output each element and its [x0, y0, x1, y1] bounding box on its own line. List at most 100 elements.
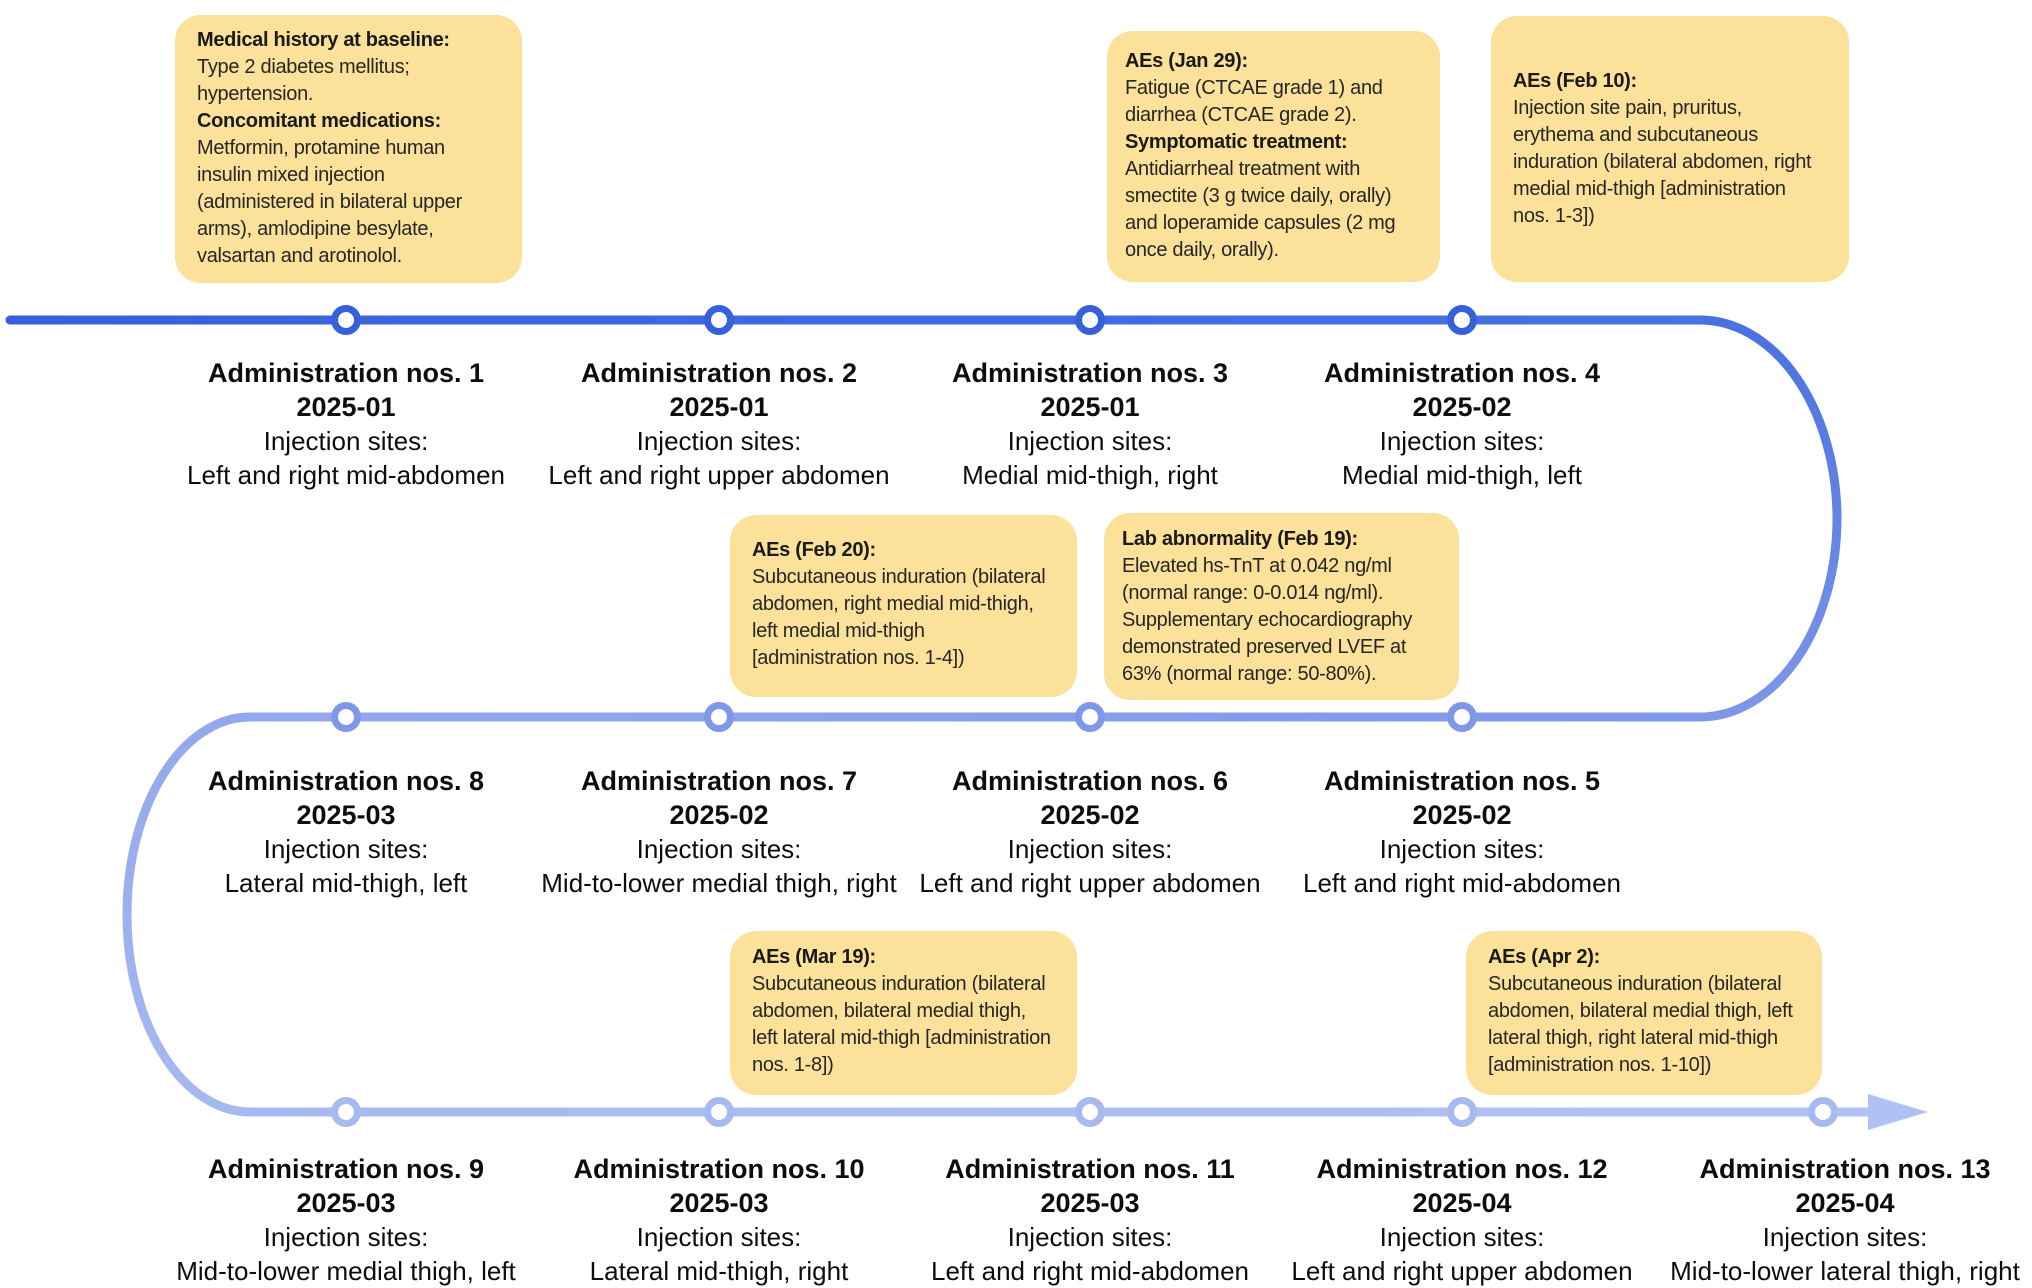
callout-heading: AEs (Apr 2): — [1488, 946, 1600, 968]
callout-aes-apr2: AEs (Apr 2): Subcutaneous induration (bi… — [1466, 931, 1822, 1095]
station-administration-3: Administration nos. 3 2025-01 Injection … — [952, 356, 1228, 492]
callout-heading: AEs (Jan 29): — [1125, 50, 1248, 72]
station-date: 2025-03 — [1040, 1188, 1140, 1218]
station-sites: Left and right upper abdomen — [1291, 1256, 1633, 1286]
station-title: Administration nos. 7 — [580, 766, 858, 796]
station-sites: Medial mid-thigh, left — [1342, 460, 1582, 490]
timeline-left-curve — [122, 712, 255, 1117]
callout-medical-history: Medical history at baseline: Type 2 diab… — [175, 15, 522, 283]
station-administration-2: Administration nos. 2 2025-01 Injection … — [548, 356, 889, 492]
timeline-node — [331, 702, 361, 732]
station-administration-1: Administration nos. 1 2025-01 Injection … — [187, 356, 505, 492]
callout-aes-feb20: AEs (Feb 20): Subcutaneous induration (b… — [730, 515, 1077, 697]
station-sites: Medial mid-thigh, right — [962, 460, 1218, 490]
callout-text: Metformin, protamine human insulin mixed… — [197, 137, 462, 267]
callout-text: Subcutaneous induration (bilateral abdom… — [1488, 973, 1793, 1076]
station-sites-label: Injection sites: — [1379, 1222, 1545, 1252]
timeline-node — [1447, 702, 1477, 732]
station-sites: Lateral mid-thigh, right — [589, 1256, 849, 1286]
station-sites-label: Injection sites: — [1762, 1222, 1928, 1252]
callout-text: Fatigue (CTCAE grade 1) and diarrhea (CT… — [1125, 77, 1383, 126]
station-title: Administration nos. 13 — [1699, 1154, 1991, 1184]
station-title: Administration nos. 11 — [945, 1154, 1235, 1184]
station-date: 2025-01 — [296, 392, 396, 422]
station-date: 2025-03 — [296, 1188, 396, 1218]
station-sites-label: Injection sites: — [636, 1222, 802, 1252]
station-date: 2025-01 — [669, 392, 769, 422]
station-title: Administration nos. 4 — [1323, 358, 1601, 388]
station-date: 2025-02 — [1412, 392, 1512, 422]
callout-heading: Medical history at baseline: — [197, 29, 450, 51]
callout-heading: Concomitant medications: — [197, 110, 441, 132]
station-sites-label: Injection sites: — [1007, 1222, 1173, 1252]
station-sites-label: Injection sites: — [1379, 426, 1545, 456]
station-sites-label: Injection sites: — [1379, 834, 1545, 864]
callout-heading: Lab abnormality (Feb 19): — [1122, 528, 1358, 550]
timeline-arrowhead-icon — [1868, 1094, 1928, 1130]
timeline-node — [331, 305, 361, 335]
timeline-node — [1447, 305, 1477, 335]
station-sites-label: Injection sites: — [636, 834, 802, 864]
station-sites-label: Injection sites: — [263, 1222, 429, 1252]
station-sites: Left and right mid-abdomen — [1303, 868, 1621, 898]
callout-aes-jan29: AEs (Jan 29): Fatigue (CTCAE grade 1) an… — [1107, 31, 1440, 282]
station-date: 2025-02 — [669, 800, 769, 830]
station-sites: Left and right mid-abdomen — [931, 1256, 1249, 1286]
station-title: Administration nos. 3 — [951, 358, 1229, 388]
station-sites: Left and right upper abdomen — [548, 460, 890, 490]
station-date: 2025-03 — [669, 1188, 769, 1218]
station-sites: Left and right mid-abdomen — [187, 460, 505, 490]
station-administration-8: Administration nos. 8 2025-03 Injection … — [208, 764, 484, 900]
station-administration-5: Administration nos. 5 2025-02 Injection … — [1303, 764, 1621, 900]
station-date: 2025-01 — [1040, 392, 1140, 422]
timeline-node — [1075, 305, 1105, 335]
station-title: Administration nos. 1 — [207, 358, 485, 388]
callout-text: Antidiarrheal treatment with smectite (3… — [1125, 158, 1396, 261]
station-administration-12: Administration nos. 12 2025-04 Injection… — [1291, 1152, 1632, 1288]
callout-aes-mar19: AEs (Mar 19): Subcutaneous induration (b… — [730, 931, 1077, 1095]
station-sites-label: Injection sites: — [263, 834, 429, 864]
callout-heading: Symptomatic treatment: — [1125, 131, 1348, 153]
callout-heading: AEs (Feb 10): — [1513, 70, 1637, 92]
station-sites: Lateral mid-thigh, left — [224, 868, 468, 898]
timeline-right-curve — [1695, 315, 1842, 722]
station-date: 2025-04 — [1795, 1188, 1895, 1218]
timeline-node — [704, 702, 734, 732]
station-title: Administration nos. 12 — [1316, 1154, 1608, 1184]
station-sites: Left and right upper abdomen — [919, 868, 1261, 898]
callout-text: Elevated hs-TnT at 0.042 ng/ml (normal r… — [1122, 555, 1413, 685]
station-title: Administration nos. 8 — [207, 766, 485, 796]
callout-text: Type 2 diabetes mellitus; hypertension. — [197, 56, 410, 105]
timeline-node — [1075, 702, 1105, 732]
station-sites: Mid-to-lower lateral thigh, right — [1670, 1256, 2020, 1286]
station-title: Administration nos. 5 — [1323, 766, 1601, 796]
timeline-node — [1075, 1097, 1105, 1127]
station-title: Administration nos. 2 — [580, 358, 858, 388]
station-administration-4: Administration nos. 4 2025-02 Injection … — [1324, 356, 1600, 492]
timeline-node — [331, 1097, 361, 1127]
station-date: 2025-04 — [1412, 1188, 1512, 1218]
station-administration-10: Administration nos. 10 2025-03 Injection… — [573, 1152, 864, 1288]
timeline-node — [1808, 1097, 1838, 1127]
station-sites: Mid-to-lower medial thigh, left — [176, 1256, 516, 1286]
timeline-node — [704, 305, 734, 335]
station-sites: Mid-to-lower medial thigh, right — [541, 868, 897, 898]
callout-heading: AEs (Mar 19): — [752, 946, 876, 968]
callout-lab-feb19: Lab abnormality (Feb 19): Elevated hs-Tn… — [1104, 513, 1459, 700]
callout-heading: AEs (Feb 20): — [752, 539, 876, 561]
station-sites-label: Injection sites: — [263, 426, 429, 456]
station-sites-label: Injection sites: — [1007, 426, 1173, 456]
station-date: 2025-03 — [296, 800, 396, 830]
station-administration-6: Administration nos. 6 2025-02 Injection … — [919, 764, 1260, 900]
timeline-node — [1447, 1097, 1477, 1127]
callout-text: Injection site pain, pruritus, erythema … — [1513, 97, 1812, 227]
timeline-node — [704, 1097, 734, 1127]
station-title: Administration nos. 9 — [207, 1154, 485, 1184]
station-administration-7: Administration nos. 7 2025-02 Injection … — [541, 764, 896, 900]
station-date: 2025-02 — [1412, 800, 1512, 830]
station-administration-13: Administration nos. 13 2025-04 Injection… — [1670, 1152, 2020, 1288]
station-title: Administration nos. 6 — [951, 766, 1229, 796]
station-administration-11: Administration nos. 11 2025-03 Injection… — [931, 1152, 1249, 1288]
